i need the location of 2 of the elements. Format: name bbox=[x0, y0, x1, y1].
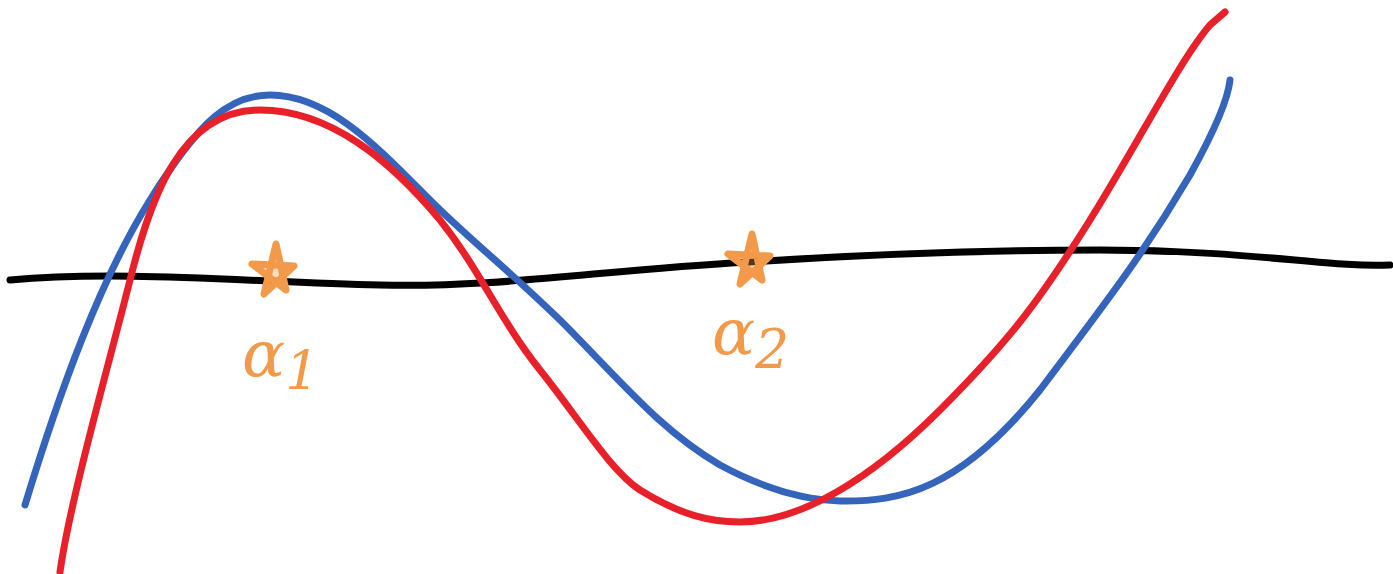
root-label: α$_{2}$ bbox=[712, 300, 790, 377]
root-label: α$_{1}$ bbox=[242, 322, 320, 399]
